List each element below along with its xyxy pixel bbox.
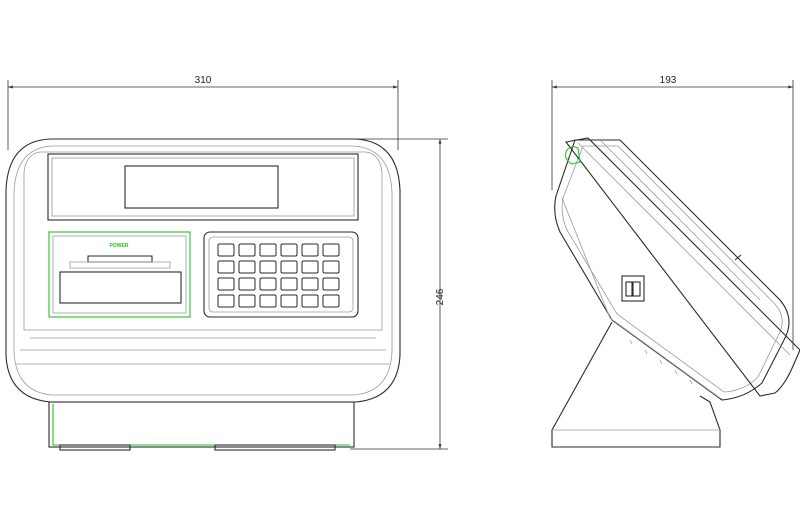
keypad-keys xyxy=(217,243,340,308)
printer-panel-outline xyxy=(48,231,191,318)
printer-panel: POWER xyxy=(48,231,191,318)
front-base xyxy=(48,401,355,451)
power-label: POWER xyxy=(110,243,129,249)
side-front-bezel xyxy=(565,137,800,397)
side-depth-label: 193 xyxy=(660,75,677,86)
keypad-key xyxy=(322,277,340,291)
side-rear-ridge xyxy=(561,197,721,399)
keypad-panel xyxy=(203,231,359,318)
housing-inner-outline xyxy=(13,145,393,396)
height-label: 246 xyxy=(435,288,446,305)
keypad-key xyxy=(280,277,298,291)
front-view: 310 246 POWER xyxy=(5,75,448,451)
keypad-key xyxy=(301,260,319,274)
side-stand xyxy=(551,321,721,448)
side-top-ridge xyxy=(599,139,761,301)
side-front-bezel-inner xyxy=(577,142,791,356)
side-knob xyxy=(565,146,581,165)
keypad-key xyxy=(280,260,298,274)
keypad-key xyxy=(322,260,340,274)
keypad-panel-outline xyxy=(203,231,359,318)
keypad-key xyxy=(301,294,319,308)
base-highlight xyxy=(52,404,350,446)
height-dimension: 246 xyxy=(350,138,448,450)
keypad-key xyxy=(280,294,298,308)
base-block xyxy=(48,401,355,448)
power-switch-toggle-left xyxy=(625,281,633,297)
side-housing-inner xyxy=(561,145,783,393)
foot-left xyxy=(59,444,131,451)
keypad-key xyxy=(238,260,256,274)
keypad-key xyxy=(259,243,277,257)
side-depth-dimension: 193 xyxy=(551,75,794,350)
printer-cover xyxy=(59,271,182,304)
keypad-key xyxy=(322,243,340,257)
display-window xyxy=(47,153,359,221)
side-view: 193 xyxy=(551,75,800,448)
keypad-key xyxy=(217,294,235,308)
keypad-key xyxy=(259,277,277,291)
front-width-label: 310 xyxy=(195,75,212,86)
side-housing-outline xyxy=(554,139,790,401)
keypad-key xyxy=(217,277,235,291)
housing-bezel-line xyxy=(23,151,383,331)
keypad-key xyxy=(238,277,256,291)
keypad-key xyxy=(301,243,319,257)
housing-outline xyxy=(5,138,401,403)
keypad-key xyxy=(280,243,298,257)
display-screen xyxy=(124,165,279,209)
keypad-key xyxy=(238,294,256,308)
power-switch-housing xyxy=(621,275,645,302)
front-width-dimension: 310 xyxy=(7,75,399,150)
keypad-key xyxy=(301,277,319,291)
keypad-key xyxy=(259,260,277,274)
keypad-key xyxy=(217,243,235,257)
keypad-key xyxy=(259,294,277,308)
rear-connector xyxy=(734,254,742,261)
power-switch-toggle-right xyxy=(632,281,641,297)
display-window-inner xyxy=(51,157,355,217)
keypad-key xyxy=(322,294,340,308)
printer-panel-inner xyxy=(52,235,187,314)
keypad-key xyxy=(238,243,256,257)
keypad-key xyxy=(217,260,235,274)
foot-right xyxy=(214,444,336,451)
keypad-panel-inner xyxy=(208,236,354,313)
paper-guide xyxy=(69,261,171,269)
paper-slot xyxy=(87,255,153,263)
vent-marks xyxy=(629,339,693,385)
